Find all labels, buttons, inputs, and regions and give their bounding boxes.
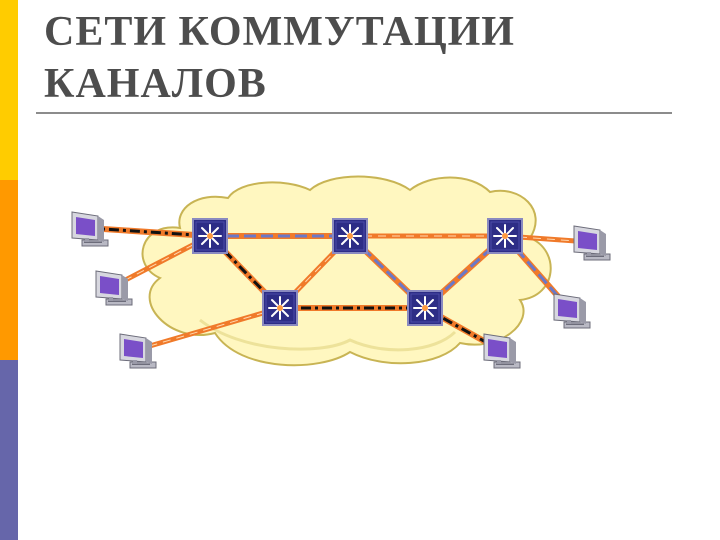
switch-sw4	[262, 290, 298, 326]
network-switch-icon	[192, 218, 228, 254]
computer-pc2	[95, 270, 133, 306]
computer-icon	[95, 270, 133, 306]
network-switch-icon	[407, 290, 443, 326]
slide-title-line-2: КАНАЛОВ	[44, 61, 267, 107]
network-switch-icon	[332, 218, 368, 254]
slide-title-line-1: СЕТИ КОММУТАЦИИ	[44, 9, 515, 55]
computer-icon	[71, 211, 109, 247]
link-pc3-sw4	[133, 305, 283, 353]
switch-sw1	[192, 218, 228, 254]
computer-pc1	[71, 211, 109, 247]
slide-title: СЕТИ КОММУТАЦИИ КАНАЛОВ	[44, 6, 664, 110]
network-switch-icon	[487, 218, 523, 254]
computer-pc6	[483, 333, 521, 369]
computer-pc5	[553, 293, 591, 329]
link-pc1-sw1	[85, 225, 213, 239]
computer-pc3	[119, 333, 157, 369]
computer-icon	[483, 333, 521, 369]
switch-sw3	[487, 218, 523, 254]
cloud-inner-shadow	[199, 318, 457, 352]
network-switch-icon	[262, 290, 298, 326]
title-divider	[36, 112, 672, 114]
computer-icon	[553, 293, 591, 329]
accent-bar-purple	[0, 360, 18, 540]
accent-bar-orange	[0, 180, 18, 360]
computer-pc4	[573, 225, 611, 261]
computer-icon	[573, 225, 611, 261]
computer-icon	[119, 333, 157, 369]
accent-bar-yellow	[0, 0, 18, 180]
switch-sw5	[407, 290, 443, 326]
switch-sw2	[332, 218, 368, 254]
